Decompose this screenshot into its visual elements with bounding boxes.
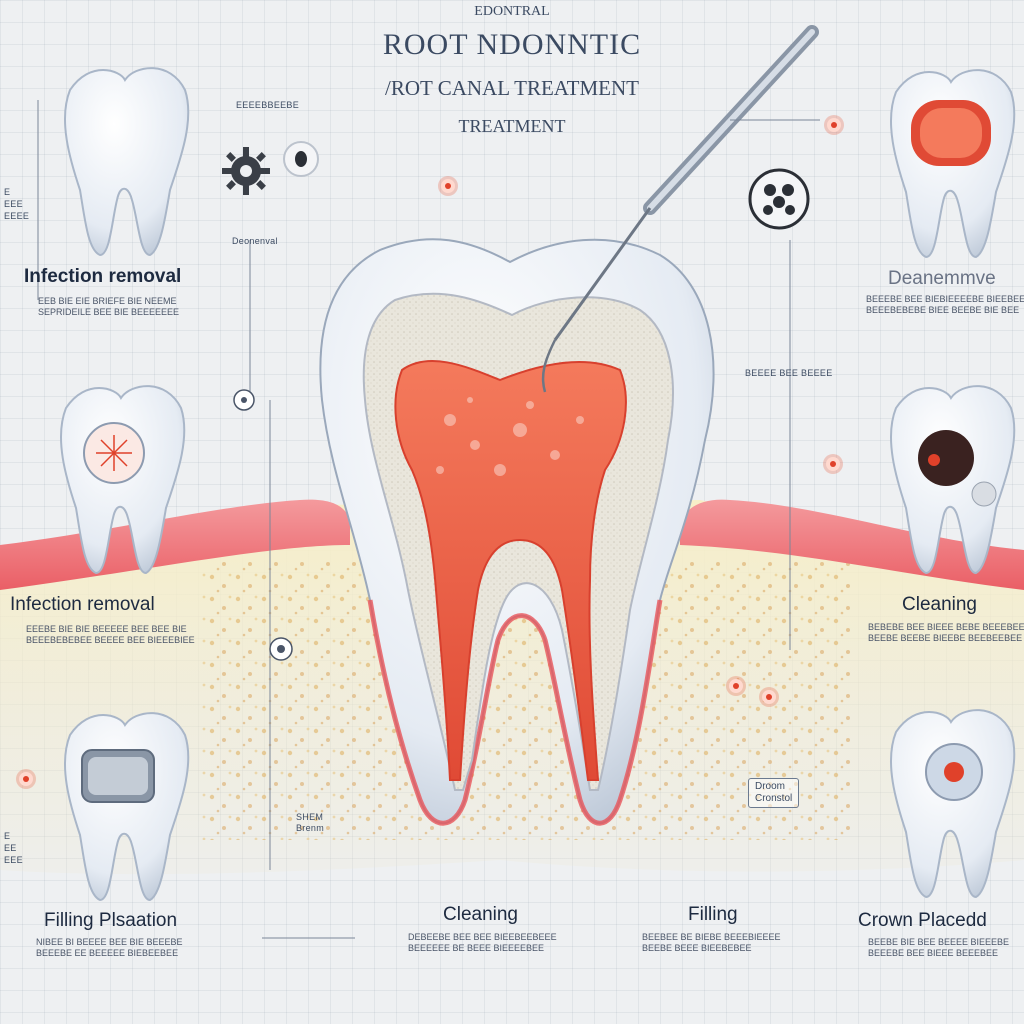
marker-dot bbox=[827, 118, 841, 132]
cell-cluster-icon bbox=[748, 168, 810, 230]
circle-marker bbox=[269, 637, 293, 661]
page-subtitle-2: TREATMENT bbox=[458, 116, 566, 136]
page-subtitle: /ROT CANAL TREATMENT bbox=[385, 76, 639, 100]
step-left-bottom-label: Filling Plsaation bbox=[44, 910, 178, 931]
step-left-top-label: Infection removal bbox=[24, 266, 182, 287]
marker-dot bbox=[729, 679, 743, 693]
tooth-right-top bbox=[890, 69, 1016, 259]
tooth-left-top bbox=[64, 67, 190, 257]
marker-dot bbox=[19, 772, 33, 786]
tooth-right-mid bbox=[890, 385, 1016, 575]
callout-center-tag: BEEEE BEE BEEEE bbox=[745, 368, 833, 378]
step-right-top-label: Deanemmve bbox=[888, 268, 996, 289]
circle-marker bbox=[233, 389, 255, 411]
gear-icon bbox=[222, 147, 270, 195]
step-cleaning-label: Cleaning bbox=[443, 904, 518, 925]
tooth-left-bottom bbox=[64, 712, 190, 902]
marker-dot bbox=[441, 179, 455, 193]
step-left-mid-label: Infection removal bbox=[10, 594, 155, 615]
eye-icon bbox=[283, 141, 319, 177]
callout-top-left: EEEEBBEEBE bbox=[236, 100, 300, 110]
step-filling-label: Filling bbox=[688, 904, 738, 925]
step-right-bottom-label: Crown Placedd bbox=[858, 910, 987, 931]
callout-left: Deonenval bbox=[232, 236, 278, 246]
tooth-right-bottom bbox=[890, 709, 1016, 899]
tooth-left-mid bbox=[60, 385, 186, 575]
page-title: ROOT NDONNTIC bbox=[382, 28, 642, 61]
marker-dot bbox=[762, 690, 776, 704]
header-top-label: EDONTRAL bbox=[474, 4, 550, 19]
pulp-chamber bbox=[394, 360, 627, 781]
marker-dot bbox=[826, 457, 840, 471]
step-right-mid-label: Cleaning bbox=[902, 594, 977, 615]
